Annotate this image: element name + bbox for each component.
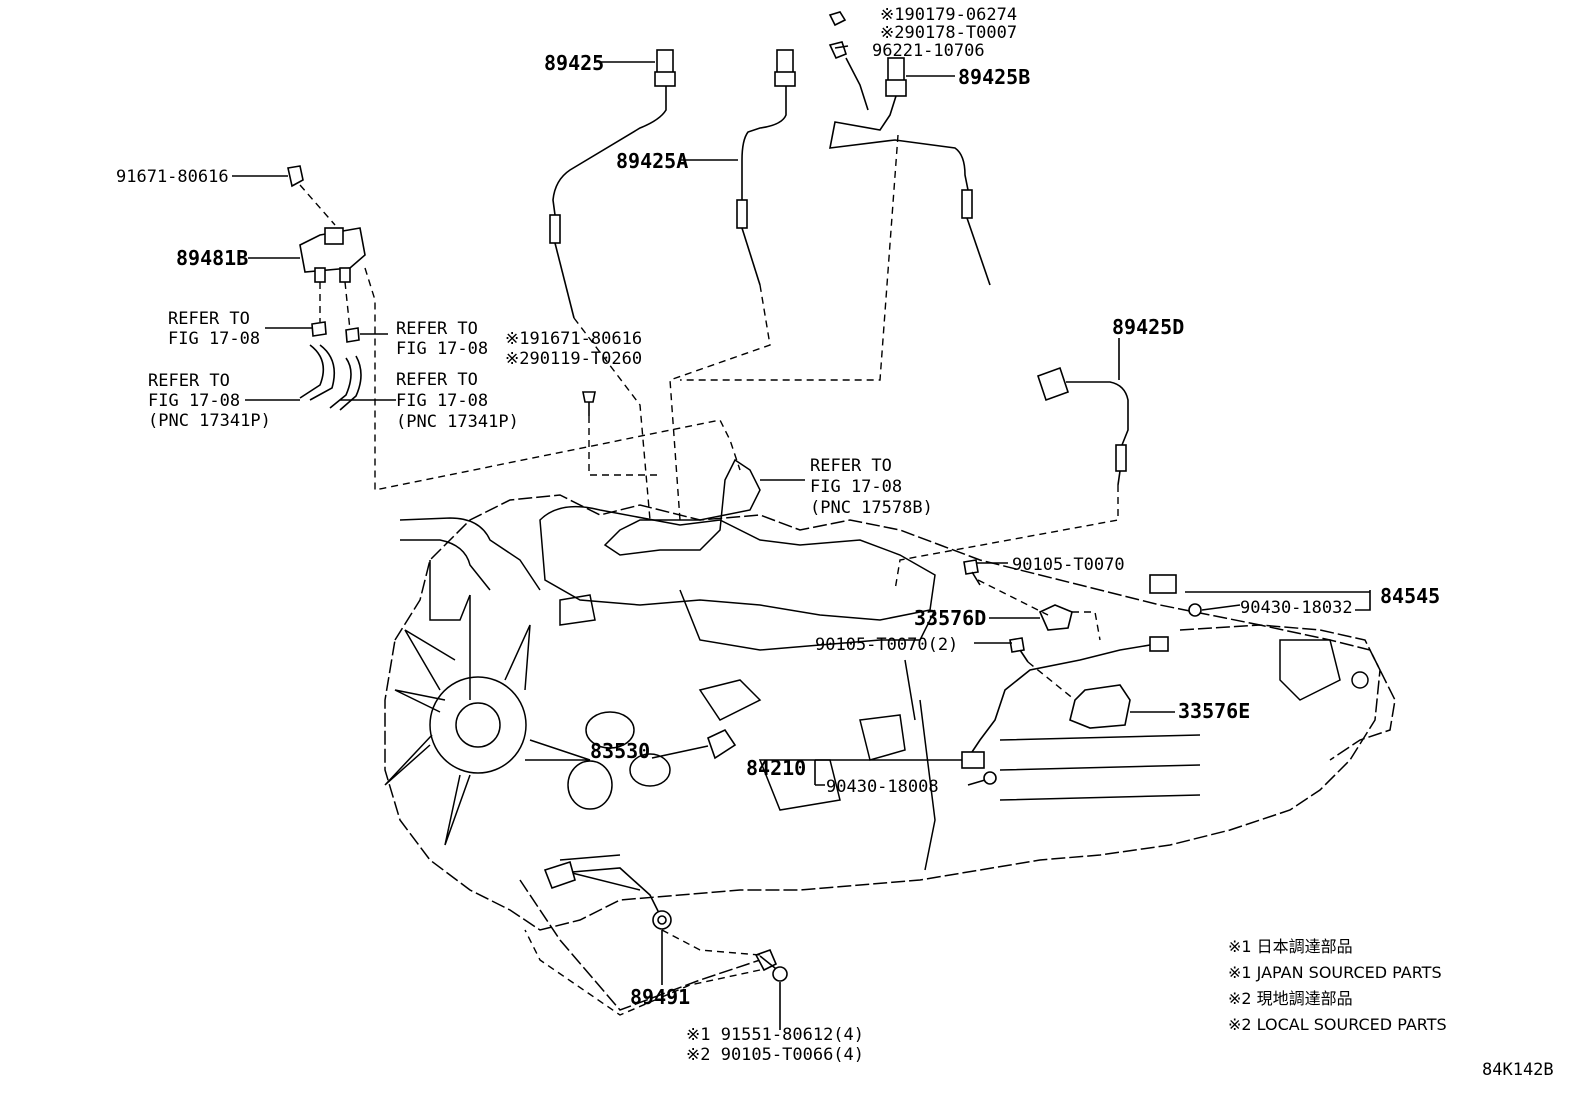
ref1-line2: FIG 17-08: [168, 329, 260, 349]
legend: ※1 日本調達部品 ※1 JAPAN SOURCED PARTS ※2 現地調達…: [1228, 937, 1447, 1034]
reference-labels: REFER TO FIG 17-08 REFER TO FIG 17-08 RE…: [148, 309, 933, 518]
sender-84210: [961, 751, 997, 785]
bolt-290119: [582, 391, 596, 416]
sensor-89425a: [736, 49, 796, 286]
legend-line-3: ※2 現地調達部品: [1228, 989, 1353, 1008]
label-84210: 84210: [746, 756, 806, 780]
clip-parts: [828, 11, 847, 60]
ref4-line1: REFER TO: [396, 370, 478, 390]
label-90430-18008: 90430-18008: [826, 777, 939, 797]
ref1-line1: REFER TO: [168, 309, 250, 329]
figure-code: 84K142B: [1482, 1060, 1554, 1080]
label-83530: 83530: [590, 739, 650, 763]
ref4-line3: (PNC 17341P): [396, 412, 519, 432]
ref5-line3: (PNC 17578B): [810, 498, 933, 518]
ref2-line2: FIG 17-08: [396, 339, 488, 359]
bracket-33576e: [967, 636, 1169, 759]
engine-assembly: [384, 458, 1396, 1011]
label-290119: ※290119-T0260: [505, 349, 642, 369]
switch-83530: [707, 728, 737, 760]
hoses: [299, 321, 362, 411]
ref3-line3: (PNC 17341P): [148, 411, 271, 431]
ref4-line2: FIG 17-08: [396, 391, 488, 411]
ref3-line1: REFER TO: [148, 371, 230, 391]
label-leaders: [232, 45, 1371, 1030]
label-191551: ※1 91551-80612(4): [686, 1025, 864, 1045]
label-89491: 89491: [630, 985, 690, 1009]
label-290178: ※290178-T0007: [880, 23, 1017, 43]
label-290105: ※2 90105-T0066(4): [686, 1045, 864, 1065]
switch-84545: [1149, 574, 1202, 617]
label-33576d: 33576D: [914, 606, 986, 630]
part-labels: 89425 89425A 89425B 89425D 89481B 91671-…: [116, 5, 1440, 1065]
legend-line-4: ※2 LOCAL SOURCED PARTS: [1228, 1015, 1447, 1034]
label-90430-18032: 90430-18032: [1240, 598, 1353, 618]
label-90105-t0070-2: 90105-T0070(2): [815, 635, 958, 655]
ref5-line1: REFER TO: [810, 456, 892, 476]
label-89425: 89425: [544, 51, 604, 75]
label-89425b: 89425B: [958, 65, 1030, 89]
label-90105-t0070: 90105-T0070: [1012, 555, 1125, 575]
label-191671: ※191671-80616: [505, 329, 642, 349]
sensor-89425: [549, 49, 676, 319]
sensor-89481b: [287, 165, 366, 283]
sensor-89491: [543, 860, 672, 930]
label-33576e: 33576E: [1178, 699, 1250, 723]
label-89425a: 89425A: [616, 149, 688, 173]
label-91671-80616: 91671-80616: [116, 167, 229, 187]
ref5-line2: FIG 17-08: [810, 477, 902, 497]
dashed-leaders: [299, 134, 1119, 1016]
bolt-90105-2: [1009, 637, 1029, 663]
fan: [384, 624, 591, 846]
bolt-90105: [963, 559, 981, 586]
legend-line-1: ※1 日本調達部品: [1228, 937, 1353, 956]
bracket-33576d: [1038, 604, 1073, 631]
label-89481b: 89481B: [176, 246, 248, 270]
ref2-line1: REFER TO: [396, 319, 478, 339]
sensor-89425b: [829, 57, 991, 286]
label-96221: 96221-10706: [872, 41, 985, 61]
ref3-line2: FIG 17-08: [148, 391, 240, 411]
sensor-89425d: [1036, 366, 1129, 486]
label-84545: 84545: [1380, 584, 1440, 608]
legend-line-2: ※1 JAPAN SOURCED PARTS: [1228, 963, 1442, 982]
label-89425d: 89425D: [1112, 315, 1184, 339]
label-190179: ※190179-06274: [880, 5, 1017, 25]
